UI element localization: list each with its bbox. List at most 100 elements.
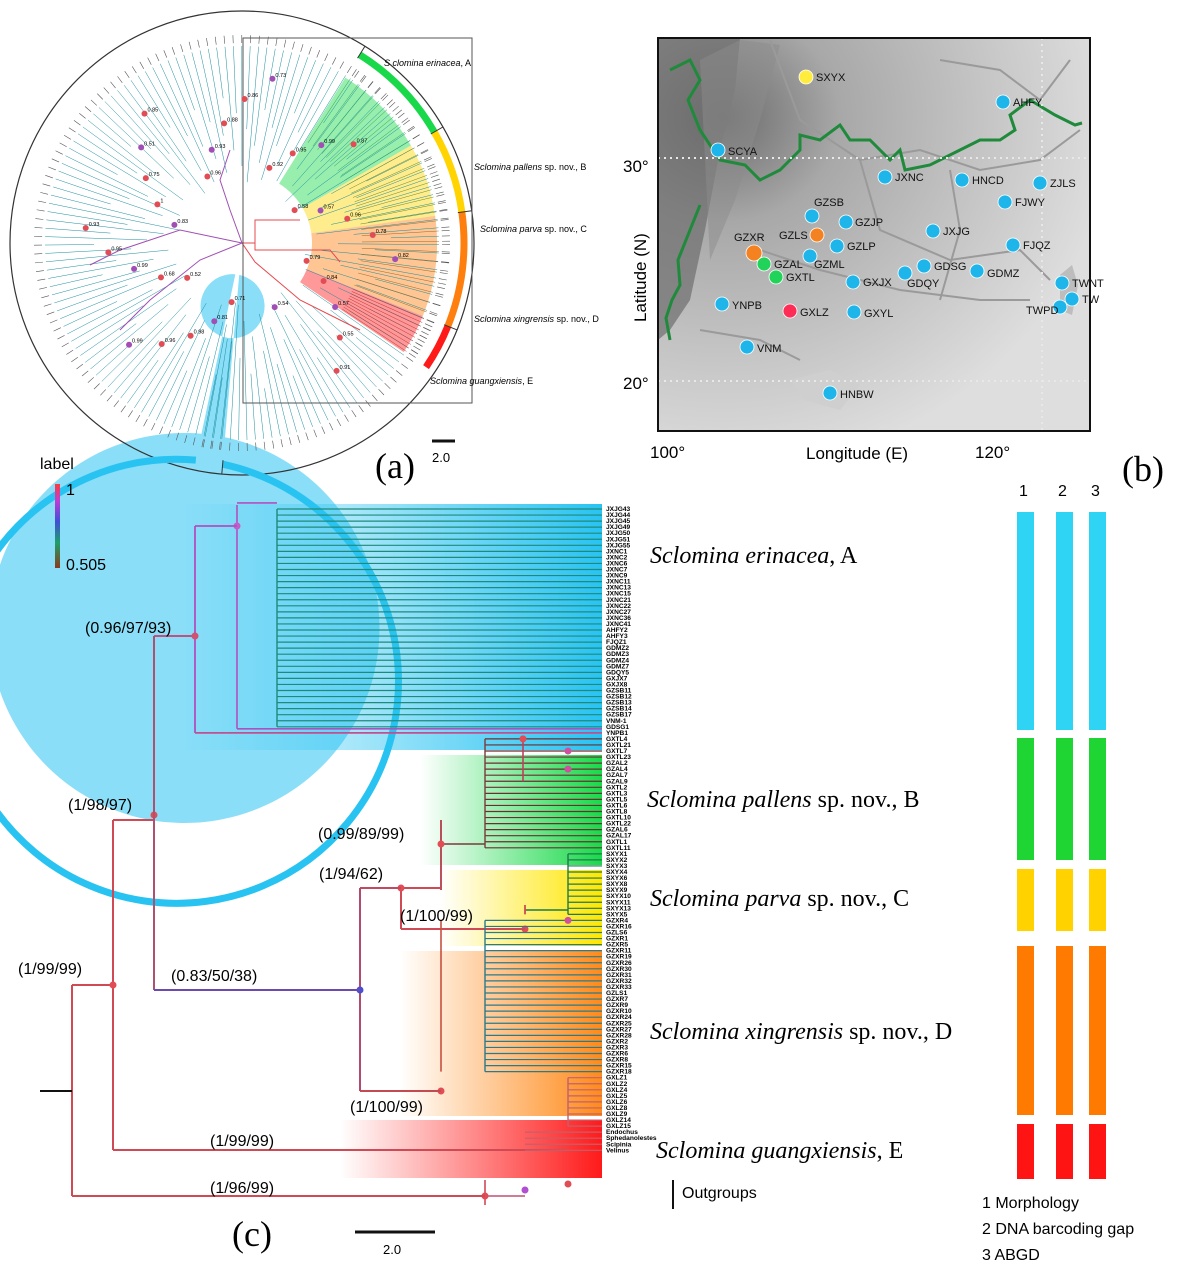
circular-tip-line	[326, 102, 381, 158]
circular-node-value: 0.78	[376, 229, 387, 235]
map-site-label: ZJLS	[1050, 178, 1076, 190]
delimitation-bar-C-2	[1056, 869, 1073, 931]
circular-tip-label-mark	[97, 93, 104, 100]
circular-node-dot	[82, 224, 89, 231]
circular-node-value: 0.57	[324, 204, 335, 210]
circular-tip-line	[359, 266, 436, 283]
tip-label-sxyx6: SXYX6	[606, 875, 628, 882]
circular-node-dot	[320, 278, 327, 285]
circular-tip-label-mark	[55, 150, 63, 155]
circular-tip-line	[60, 275, 164, 319]
circular-tip-line	[110, 95, 191, 185]
circular-node-dot	[303, 257, 310, 264]
circular-tip-line	[305, 269, 425, 319]
circular-tip-label-mark	[419, 334, 427, 339]
circular-tip-label-mark	[73, 120, 81, 126]
circular-tip-line	[323, 79, 353, 124]
circular-tip-line	[320, 101, 379, 162]
circular-tip-line	[246, 46, 251, 130]
tip-label-gxtl6: GXTL6	[606, 802, 628, 809]
clade-species: Sclomina pallens	[647, 787, 812, 813]
map-site-fjqz: FJQZ	[1005, 237, 1051, 253]
circular-tip-line	[141, 303, 207, 413]
rect-tree-tip-labels: JXJG43JXJG44JXJG45JXJG49JXJG50JXJG51JXJG…	[606, 506, 657, 1154]
tip-label-jxnc22: JXNC22	[606, 603, 631, 610]
circular-tips-C	[346, 142, 448, 225]
circular-tip-line	[339, 133, 406, 178]
tip-label-gzsb11: GZSB11	[606, 688, 632, 695]
legend-min: 0.505	[66, 557, 106, 574]
panel-label-b: (b)	[1122, 449, 1164, 489]
circular-tip-line	[285, 107, 385, 202]
tip-label-jxnc2: JXNC2	[606, 554, 628, 561]
map-site-marker	[916, 258, 932, 274]
circular-node-dot	[289, 150, 296, 157]
map-ytick-30: 30°	[623, 157, 649, 176]
map-site-marker	[714, 296, 730, 312]
circular-tip-label-mark	[61, 342, 69, 348]
circular-tip-label-mark	[427, 166, 436, 170]
map-site-twnt: TWNT	[1054, 275, 1104, 291]
map-site-marker	[1052, 299, 1068, 315]
circular-branch	[89, 229, 243, 266]
circular-tip-line	[159, 63, 215, 183]
circular-tip-line	[351, 161, 422, 194]
circular-tip-label-mark	[403, 119, 410, 126]
circular-tip-line	[346, 119, 396, 160]
tip-label-gxtl21: GXTL21	[606, 742, 631, 749]
circular-tip-line	[48, 258, 154, 279]
clade-species: Sclomina parva	[650, 886, 801, 912]
circular-tip-line	[312, 306, 389, 376]
circular-tip-line	[307, 126, 402, 196]
circular-tip-label-mark	[435, 191, 444, 195]
circular-tip-label-mark	[163, 50, 168, 58]
circular-tip-label-mark	[211, 440, 214, 449]
circular-node-value: 0.51	[144, 141, 155, 147]
map-site-marker	[845, 274, 861, 290]
panel-label-a: (a)	[375, 446, 415, 486]
circular-tip-label-mark	[434, 186, 443, 190]
circular-tip-label-mark	[423, 156, 432, 161]
circular-node-dot	[154, 201, 161, 208]
circular-clade-label-D: Sclomina xingrensis sp. nov., D	[474, 314, 599, 324]
delimitation-bar-B-1	[1017, 738, 1034, 860]
tip-label-gxtl3: GXTL3	[606, 790, 628, 797]
circular-tip-line	[270, 327, 306, 430]
tip-label-gdmz3: GDMZ3	[606, 651, 629, 658]
tip-label-gzxr4: GZXR4	[606, 917, 628, 924]
circular-tip-label-mark	[131, 66, 137, 74]
circular-tip-label-mark	[332, 57, 337, 65]
circular-tip-line	[361, 241, 439, 243]
tip-label-gzxr33: GZXR33	[606, 984, 632, 991]
tip-label-gzls1: GZLS1	[606, 990, 628, 997]
circular-tip-line	[167, 60, 204, 147]
circular-tip-label-mark	[180, 44, 184, 53]
clade-label-C: Sclomina parva sp. nov., C	[650, 886, 909, 912]
circular-tip-line	[357, 258, 438, 270]
circular-tip-line	[45, 236, 148, 241]
circular-tip-line	[163, 370, 188, 424]
circular-node-value: 0.99	[137, 263, 148, 269]
circular-tip-line	[53, 186, 111, 205]
circular-tip-label-mark	[426, 319, 435, 323]
circular-tip-line	[137, 75, 171, 128]
circular-node-value: 0.85	[148, 108, 159, 114]
map-site-gzml: GZML	[802, 248, 845, 271]
tip-label-gxtl5: GXTL5	[606, 796, 628, 803]
circular-tip-line	[191, 52, 211, 123]
circular-tip-label-mark	[124, 71, 130, 78]
tip-label-gxlz2: GXLZ2	[606, 1081, 628, 1088]
circular-node-dot	[158, 340, 165, 347]
circular-tip-label-mark	[316, 49, 321, 58]
circular-tip-label-mark	[42, 183, 51, 187]
circular-node-dot	[318, 142, 325, 149]
clade-band-A	[180, 504, 602, 750]
tip-label-endochus: Endochus	[606, 1129, 638, 1136]
scale-bar-c-label: 2.0	[383, 1242, 401, 1257]
circular-tip-line	[337, 243, 439, 245]
delimitation-column-header: 2	[1058, 483, 1067, 500]
tip-label-gxtl11: GXTL11	[606, 845, 631, 852]
tip-label-ahfy3: AHFY3	[606, 633, 628, 640]
map-site-label: GZLP	[847, 241, 876, 253]
circular-tip-label-mark	[367, 81, 374, 88]
